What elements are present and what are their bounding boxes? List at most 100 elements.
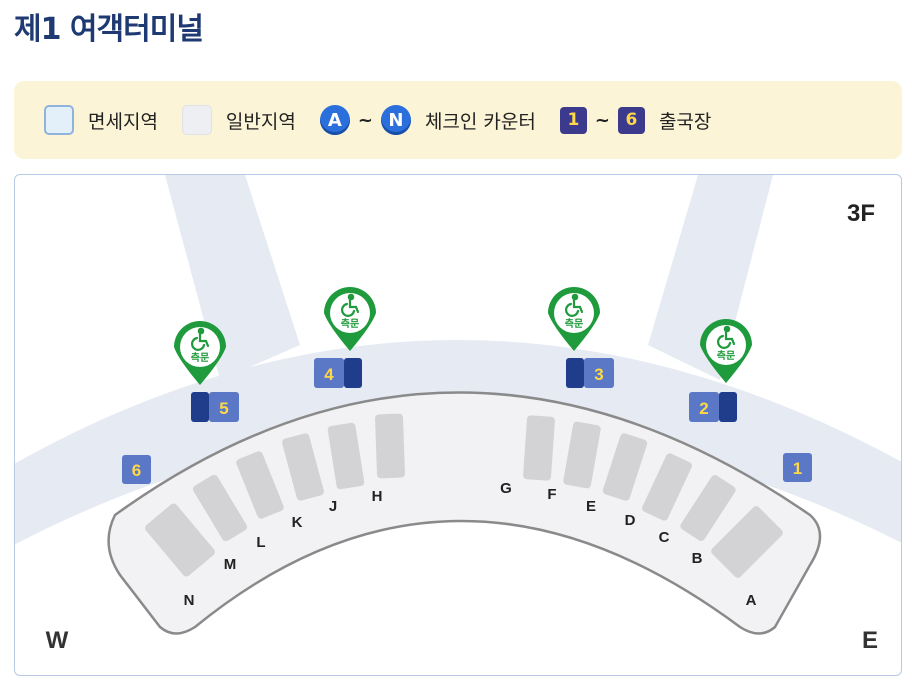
counter-l-label: L	[256, 534, 265, 551]
counter-b-desk	[680, 475, 736, 541]
legend-duty-free: 면세지역	[44, 105, 158, 135]
wheelchair-icon	[717, 325, 736, 349]
duty-free-label: 면세지역	[88, 110, 158, 133]
east-label: E	[862, 627, 878, 654]
counter-m-label: M	[224, 556, 237, 573]
gate-5-box-dark	[191, 392, 209, 422]
pin-nw-inner	[330, 293, 370, 333]
accessible-pins-group: 측문 측문 측문	[174, 287, 752, 385]
counter-k[interactable]: K	[281, 432, 325, 531]
pin-ne-label: 측문	[565, 317, 583, 330]
counter-n-label: N	[184, 592, 195, 609]
counter-h-label: H	[372, 488, 383, 505]
corridor-area	[15, 175, 901, 545]
floor-label: 3F	[847, 200, 875, 227]
counter-f[interactable]: F	[523, 415, 557, 503]
legend-counters: A ~ N 체크인 카운터	[319, 105, 536, 135]
gate-3-number: 3	[594, 365, 603, 384]
legend-general: 일반지역	[181, 105, 296, 135]
gate-5-number: 5	[219, 399, 228, 418]
gate-5[interactable]: 5	[191, 392, 239, 422]
gate-6[interactable]: 6	[122, 455, 151, 484]
counter-n-desk	[145, 503, 215, 577]
counter-c[interactable]: C	[641, 452, 693, 546]
gate-2[interactable]: 2	[689, 392, 737, 422]
gate-4-box	[314, 358, 344, 388]
wheelchair-icon	[565, 293, 584, 317]
counter-tilde: ~	[357, 109, 373, 131]
gate-badge-to: 6	[617, 106, 645, 134]
accessible-pin-north-west[interactable]: 측문	[324, 287, 376, 351]
counter-e[interactable]: E	[563, 421, 602, 515]
gate-4[interactable]: 4	[314, 358, 362, 388]
counter-label: 체크인 카운터	[424, 110, 536, 133]
gate-1-number: 1	[793, 459, 802, 478]
counter-d[interactable]: D	[602, 432, 648, 529]
gate-4-number: 4	[324, 365, 334, 384]
counter-n[interactable]: N	[143, 502, 216, 609]
gate-1-box	[783, 453, 812, 482]
pin-east-label: 측문	[717, 349, 735, 362]
terminal-map[interactable]: A B C D E F G	[14, 174, 902, 676]
counter-d-desk	[602, 433, 648, 501]
gate-2-box	[689, 392, 719, 422]
wheelchair-icon	[341, 293, 360, 317]
corridor-band	[15, 340, 901, 545]
wheelchair-icon	[191, 327, 210, 351]
pin-west-label: 측문	[191, 351, 209, 364]
accessible-pin-west[interactable]: 측문	[174, 321, 226, 385]
terminal-map-svg: A B C D E F G	[15, 175, 901, 654]
counter-c-desk	[642, 453, 692, 521]
duty-free-swatch	[44, 105, 74, 135]
counter-j-label: J	[329, 498, 337, 515]
counter-f-desk	[523, 415, 555, 481]
general-label: 일반지역	[225, 110, 296, 133]
counter-l[interactable]: L	[235, 450, 285, 551]
gate-badge-from: 1	[559, 106, 587, 134]
pin-nw-label: 측문	[341, 317, 359, 330]
accessible-pin-north-east[interactable]: 측문	[548, 287, 600, 351]
gate-6-box	[122, 455, 151, 484]
counter-badge-to: N	[380, 105, 411, 135]
corridor-arm-west	[165, 175, 300, 380]
gate-6-number: 6	[132, 461, 141, 480]
counter-d-label: D	[625, 512, 636, 529]
pin-west-inner	[180, 327, 220, 367]
counter-k-desk	[282, 433, 324, 501]
gate-2-box-dark	[719, 392, 737, 422]
counter-f-label: F	[547, 486, 556, 503]
counter-g[interactable]: G	[500, 480, 512, 497]
page-title: 제1 여객터미널	[14, 12, 204, 47]
counter-h-desk	[375, 413, 405, 479]
gate-4-box-dark	[344, 358, 362, 388]
west-label: W	[46, 627, 69, 654]
pin-east-inner	[706, 325, 746, 365]
gate-1[interactable]: 1	[783, 453, 812, 482]
gate-2-number: 2	[699, 399, 708, 418]
counter-a-desk	[711, 506, 783, 578]
counter-h[interactable]: H	[372, 413, 406, 505]
gate-label: 출국장	[658, 110, 712, 133]
gate-3[interactable]: 3	[566, 358, 614, 388]
counter-j[interactable]: J	[327, 422, 365, 515]
counter-e-desk	[563, 421, 601, 489]
counter-k-label: K	[292, 514, 303, 531]
gates-group: 1 2 3 4 5	[122, 358, 812, 484]
counter-b[interactable]: B	[679, 474, 737, 567]
counter-l-desk	[236, 451, 284, 519]
gate-3-box-dark	[566, 358, 584, 388]
gate-tilde: ~	[594, 109, 610, 131]
counter-c-label: C	[659, 529, 670, 546]
counter-a-label: A	[746, 592, 757, 609]
legend: 면세지역 일반지역 A ~ N 체크인 카운터 1 ~ 6 출국장	[14, 81, 902, 159]
pin-ne-inner	[554, 293, 594, 333]
counter-b-label: B	[692, 550, 703, 567]
counters-group: A B C D E F G	[143, 413, 785, 609]
gate-5-box	[209, 392, 239, 422]
counter-a[interactable]: A	[710, 505, 785, 609]
counter-m[interactable]: M	[192, 473, 249, 573]
accessible-pin-east[interactable]: 측문	[700, 319, 752, 383]
counter-m-desk	[193, 474, 247, 542]
gate-3-box	[584, 358, 614, 388]
counter-g-label: G	[500, 480, 512, 497]
